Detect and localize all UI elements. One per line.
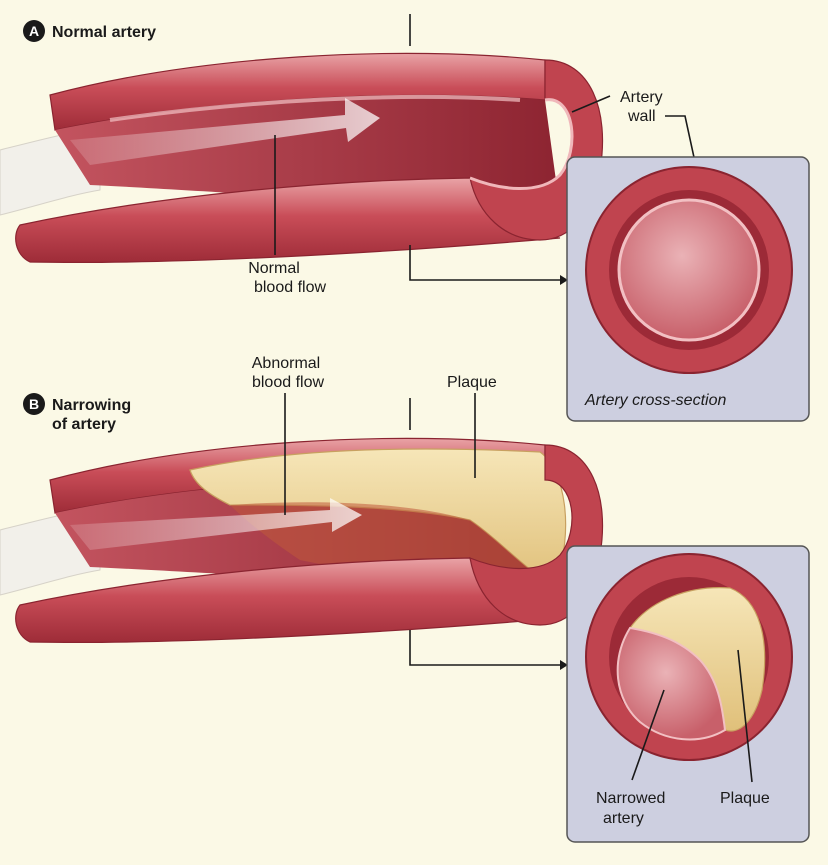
panel-b-cs-plaque-leader (737, 649, 753, 783)
svg-text:A: A (29, 23, 39, 39)
panel-b-narrowed-label-1: Narrowed (596, 790, 665, 807)
panel-a-wall-label-2: wall (627, 108, 656, 125)
panel-b-title-1: Narrowing (52, 397, 131, 414)
panel-a-wall-label-1: Artery (620, 89, 663, 106)
panel-b-badge: B (23, 393, 45, 415)
panel-a-cross-section-inset: Artery cross-section (566, 156, 810, 422)
panel-b-flow-arrow (70, 498, 362, 550)
panel-b-cross-section-inset: Narrowed artery Plaque (566, 545, 810, 843)
panel-b-cs-narrowed-leader (631, 689, 665, 781)
panel-a-flow-arrow (70, 98, 380, 165)
panel-b-title-2: of artery (52, 416, 116, 433)
panel-a-flow-label-1: Normal (248, 260, 300, 277)
panel-a-lower-wall (15, 177, 561, 263)
panel-a-wall-leader (571, 95, 611, 113)
panel-b-connector (409, 630, 560, 666)
panel-a-flow-label-2: blood flow (254, 279, 326, 296)
panel-b-narrowing-artery: B Narrowing of artery Abnormal blood flo… (0, 355, 810, 843)
panel-a-connector (409, 245, 560, 281)
panel-a-cs-caption: Artery cross-section (584, 392, 726, 409)
panel-a-cs-lumen (617, 198, 761, 342)
panel-a-normal-artery: A Normal artery Normal blood flow Artery… (0, 14, 810, 422)
panel-b-plaque-label: Plaque (447, 374, 497, 391)
panel-a-badge: A (23, 20, 45, 42)
panel-b-flow-label-2: blood flow (252, 374, 324, 391)
panel-a-title: Normal artery (52, 24, 156, 41)
panel-b-flow-label-1: Abnormal (252, 355, 320, 372)
svg-text:B: B (29, 396, 39, 412)
panel-b-cs-plaque-label: Plaque (720, 790, 770, 807)
panel-b-cs-narrowed-lumen (616, 626, 727, 741)
panel-b-narrowed-label-2: artery (603, 810, 644, 827)
